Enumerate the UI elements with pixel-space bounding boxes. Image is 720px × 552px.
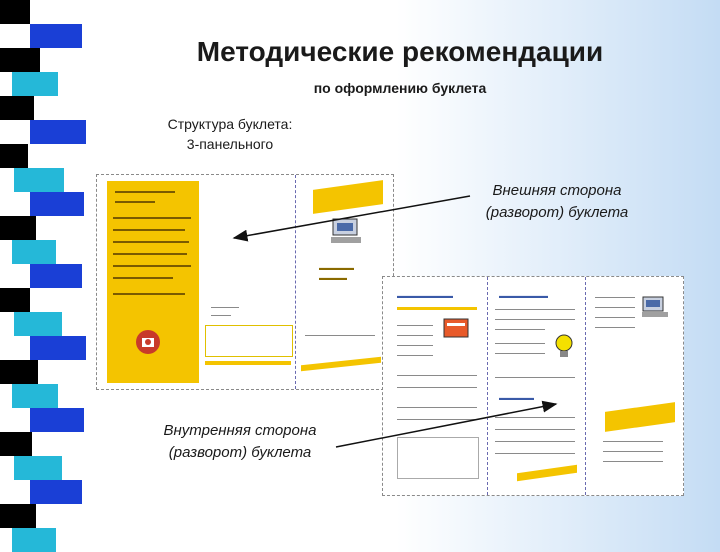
inner-arrow — [336, 404, 556, 447]
pointer-arrows — [0, 0, 720, 540]
outer-arrow — [234, 196, 470, 238]
